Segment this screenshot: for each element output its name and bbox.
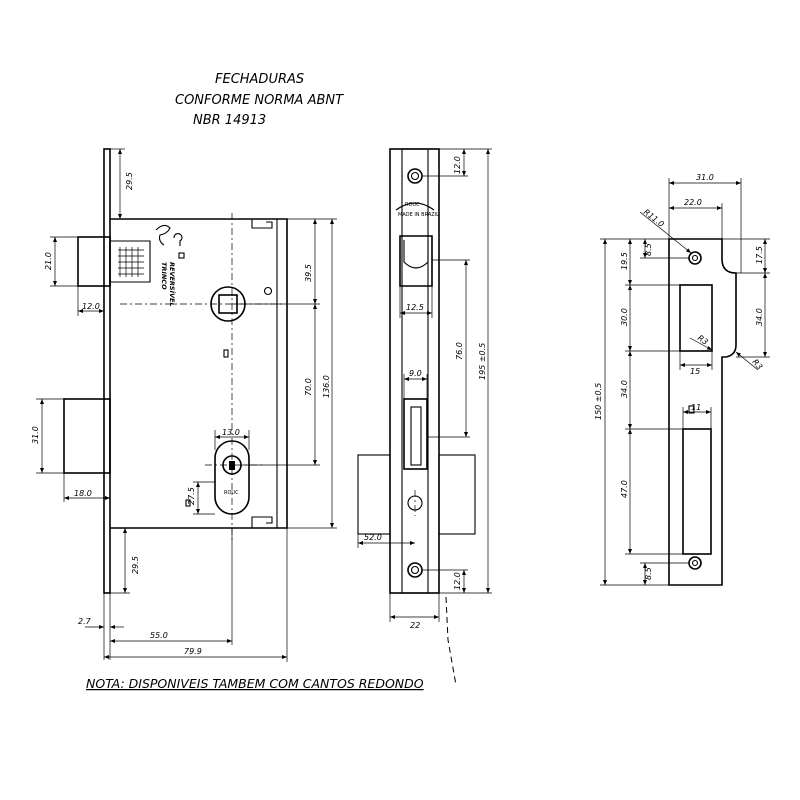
drawing-note: NOTA: DISPONIVEIS TAMBEM COM CANTOS REDO… [86, 676, 424, 691]
title-line-2: CONFORME NORMA ABNT [175, 93, 344, 108]
dim-front-22: 22 [410, 621, 420, 630]
brand-made-in: MADE IN BRAZIL [398, 212, 439, 218]
strike-plate-outline [668, 238, 737, 586]
front-dimension-texts: 12.0 12.5 76.0 195 ±0.5 9.0 52.0 12.0 22 [364, 156, 487, 630]
strike-bottom-hole [688, 556, 702, 570]
brand-name: ROUC [405, 202, 420, 208]
latch-housing [110, 240, 151, 283]
screw-hole [263, 286, 273, 296]
front-extension-lines [357, 148, 492, 622]
strike-dimension-lines [603, 181, 767, 585]
dim-strike-8-5-top: 8.5 [644, 243, 653, 256]
latch-window [399, 235, 433, 287]
note-leader-line [445, 596, 457, 686]
dim-strike-17-5: 17.5 [755, 246, 764, 264]
dim-strike-47-0: 47.0 [620, 480, 629, 498]
dim-strike-8-5-bottom: 8.5 [644, 567, 653, 580]
cylinder-profile [214, 440, 250, 515]
dim-2-7: 2.7 [78, 617, 92, 626]
side-view: TRINCO REVERSÍVEL ROUC [31, 148, 337, 662]
dim-strike-19-5: 19.5 [620, 252, 629, 270]
dim-12-0: 12.0 [82, 302, 100, 311]
strike-top-hole [688, 251, 702, 265]
dim-front-52-0: 52.0 [364, 533, 382, 542]
dim-front-9-0: 9.0 [409, 369, 422, 378]
top-clip [251, 219, 273, 229]
dim-strike-15: 15 [690, 367, 700, 376]
dim-front-12-0-top: 12.0 [453, 156, 462, 174]
dim-strike-31-0: 31.0 [696, 173, 714, 182]
dim-strike-r11-0: R11.0 [642, 207, 666, 228]
dim-front-12-5: 12.5 [406, 303, 424, 312]
reversible-mark-2 [173, 233, 183, 246]
dim-29-5-top: 29.5 [125, 172, 134, 190]
front-case-outline [401, 148, 429, 594]
lock-case [110, 218, 288, 529]
small-square-mark [178, 252, 185, 259]
trinco-label: TRINCO [160, 262, 168, 290]
dim-strike-r3-left: R3 [696, 333, 710, 346]
top-screw-hole [407, 168, 423, 184]
dim-front-12-0-bottom: 12.0 [453, 572, 462, 590]
strike-latch-opening [679, 284, 713, 352]
dim-strike-11: 11 [691, 403, 701, 412]
strike-bolt-opening [682, 428, 712, 555]
dim-18-0: 18.0 [74, 489, 92, 498]
strike-extension-lines [600, 178, 770, 586]
side-dimension-texts: 29.5 21.0 12.0 39.5 136.0 70.0 31.0 18.0… [31, 172, 331, 656]
dim-31-0: 31.0 [31, 426, 40, 444]
dim-27-5: 27.5 [187, 487, 196, 505]
dim-strike-22-0: 22.0 [684, 198, 702, 207]
dim-strike-34-0-right: 34.0 [755, 308, 764, 326]
latch-spring [118, 247, 144, 277]
title-line-3: NBR 14913 [193, 113, 266, 128]
dim-strike-150: 150 ±0.5 [594, 383, 603, 420]
latch-bolt [77, 236, 111, 287]
bottom-slot-mark [185, 499, 191, 507]
dim-21-0: 21.0 [44, 252, 53, 270]
bolt-window [403, 398, 428, 470]
brand-arc [395, 202, 435, 211]
side-dimension-lines [40, 149, 334, 659]
dim-55-0: 55.0 [150, 631, 168, 640]
dim-strike-34-0-left: 34.0 [620, 380, 629, 398]
strike-dimension-texts: 31.0 22.0 R11.0 8.5 19.5 17.5 30.0 34.0 … [594, 173, 764, 580]
front-dimension-lines [358, 149, 490, 619]
dim-39-5: 39.5 [304, 264, 313, 282]
bottom-clip [251, 516, 273, 528]
case-left-profile [357, 454, 391, 535]
reversible-mark [155, 224, 171, 246]
bottom-screw-inner [410, 565, 420, 575]
faceplate [103, 148, 111, 594]
latch-curve [403, 240, 429, 269]
dim-strike-30-0: 30.0 [620, 308, 629, 326]
title-line-1: FECHADURAS [215, 72, 304, 87]
dim-70-0: 70.0 [304, 378, 313, 396]
top-screw-inner [410, 171, 420, 181]
drawing-title: FECHADURAS CONFORME NORMA ABNT NBR 14913 [175, 72, 344, 128]
dim-13-0: 13.0 [222, 428, 240, 437]
dim-29-5-bottom: 29.5 [131, 556, 140, 574]
dim-front-195: 195 ±0.5 [478, 343, 487, 380]
dead-bolt [63, 398, 111, 474]
slot-mark [223, 349, 229, 358]
reversivel-label: REVERSÍVEL [168, 262, 177, 307]
dim-79-9: 79.9 [184, 647, 202, 656]
dim-front-76-0: 76.0 [455, 342, 464, 360]
strike-plate-view: 31.0 22.0 R11.0 8.5 19.5 17.5 30.0 34.0 … [594, 173, 770, 586]
side-extension-lines [36, 148, 337, 662]
cylinder-brand: ROUC [224, 490, 239, 496]
dim-strike-r3-right: R3 [750, 358, 764, 372]
strike-bottom-hole-inner [691, 559, 699, 567]
keyway [229, 461, 235, 470]
front-view: ROUC MADE IN BRAZIL [357, 148, 492, 686]
bottom-screw-hole [407, 562, 423, 578]
case-right-profile [438, 454, 476, 535]
dim-136-0: 136.0 [322, 375, 331, 398]
strike-top-hole-inner [691, 254, 699, 262]
bolt-inner [410, 406, 422, 466]
